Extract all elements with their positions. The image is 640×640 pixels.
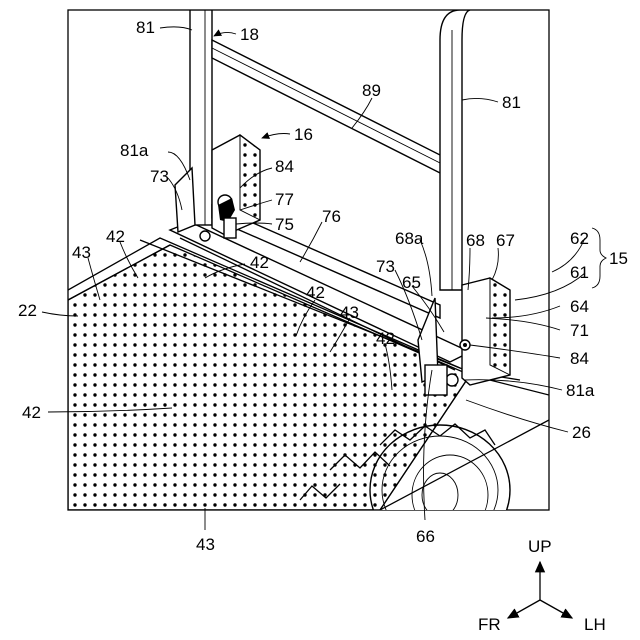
bracket-16 (175, 135, 260, 241)
label-42-d: 42 (376, 329, 395, 348)
label-42-e: 42 (22, 403, 41, 422)
label-42-a: 42 (106, 227, 125, 246)
label-43-b: 43 (340, 303, 359, 322)
label-89: 89 (362, 81, 381, 100)
label-68a: 68a (395, 229, 424, 248)
label-64: 64 (570, 297, 589, 316)
label-71: 71 (570, 321, 589, 340)
label-84-right: 84 (570, 349, 589, 368)
label-81a-left: 81a (120, 141, 149, 160)
label-42-b: 42 (250, 253, 269, 272)
direction-up-label: UP (528, 537, 552, 556)
label-61: 61 (570, 263, 589, 282)
direction-left-label: LH (584, 615, 606, 634)
label-22: 22 (18, 301, 37, 320)
label-77: 77 (275, 190, 294, 209)
label-43-a: 43 (72, 243, 91, 262)
label-42-c: 42 (306, 283, 325, 302)
brace-15 (592, 228, 606, 288)
label-81-top: 81 (136, 18, 155, 37)
label-43-bottom: 43 (196, 535, 215, 554)
label-26: 26 (572, 423, 591, 442)
label-81a-right: 81a (566, 381, 595, 400)
label-18: 18 (240, 25, 259, 44)
label-62: 62 (570, 229, 589, 248)
label-73-right: 73 (376, 257, 395, 276)
label-65: 65 (402, 273, 421, 292)
label-67: 67 (496, 231, 515, 250)
label-75: 75 (275, 215, 294, 234)
label-68: 68 (466, 231, 485, 250)
label-84-top: 84 (275, 157, 294, 176)
label-81-right: 81 (502, 93, 521, 112)
label-76: 76 (322, 207, 341, 226)
direction-front-label: FR (478, 615, 501, 634)
label-15: 15 (609, 249, 628, 268)
label-16: 16 (294, 125, 313, 144)
label-73-left: 73 (150, 167, 169, 186)
direction-indicator: UP FR LH (478, 537, 606, 634)
label-66: 66 (416, 527, 435, 546)
